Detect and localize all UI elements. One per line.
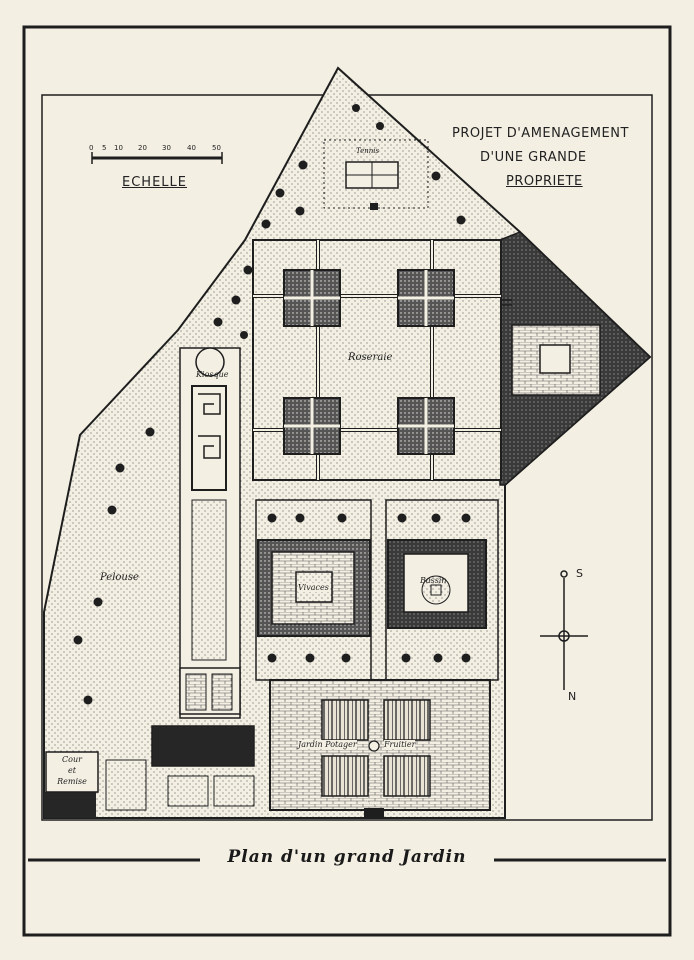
label-kiosque: Kiosque xyxy=(196,370,229,379)
title-line-2: D'UNE GRANDE xyxy=(480,150,587,165)
tennis-enclosure xyxy=(323,139,429,210)
tree-group xyxy=(73,104,471,705)
label-bassin: Bassin xyxy=(420,576,447,585)
label-serre: Serre xyxy=(364,800,381,807)
cour-remise xyxy=(45,751,99,793)
label-remise: Remise xyxy=(57,777,87,786)
lawn-plot xyxy=(213,775,255,807)
scale-tick: 10 xyxy=(114,144,123,152)
label-et: et xyxy=(68,766,76,775)
scale-tick: 40 xyxy=(187,144,196,152)
east-pavilion xyxy=(501,299,601,396)
caption-text: Plan d'un grand Jardin xyxy=(213,847,481,867)
compass-north: N xyxy=(568,690,577,703)
bassin-garden xyxy=(385,499,499,681)
label-pelouse: Pelouse xyxy=(100,572,139,583)
compass-south: S xyxy=(576,567,583,580)
title-line-3: PROPRIETE xyxy=(506,174,583,189)
title-line-1: PROJET D'AMENAGEMENT xyxy=(452,126,629,141)
cour-block xyxy=(44,792,96,818)
lawn-plot xyxy=(167,775,209,807)
label-fruitier: Fruitier xyxy=(384,740,416,749)
scale-tick: 0 xyxy=(89,144,94,152)
kiosque-alley xyxy=(179,347,241,719)
lawn-plot xyxy=(105,759,147,811)
scale-tick: 5 xyxy=(102,144,107,152)
potager-fruitier xyxy=(269,679,491,818)
label-vivaces: Vivaces xyxy=(298,583,329,592)
greenhouse-block xyxy=(151,725,255,767)
label-jardin-potager: Jardin Potager xyxy=(298,740,357,749)
scale-label: ECHELLE xyxy=(122,175,187,190)
roseraie xyxy=(252,239,502,481)
scale-tick: 30 xyxy=(162,144,171,152)
outer-frame xyxy=(22,25,672,937)
label-cour: Cour xyxy=(62,755,82,764)
title-block: PROJET D'AMENAGEMENT D'UNE GRANDE PROPRI… xyxy=(452,122,652,194)
label-tennis: Tennis xyxy=(356,147,380,155)
caption: Plan d'un grand Jardin xyxy=(0,847,694,867)
compass-rose xyxy=(540,570,588,690)
scale-tick: 50 xyxy=(212,144,221,152)
label-cour-remise: Cour et Remise xyxy=(52,754,92,787)
scale-bar xyxy=(91,152,223,164)
label-roseraie: Roseraie xyxy=(348,352,393,363)
scale-tick: 20 xyxy=(138,144,147,152)
